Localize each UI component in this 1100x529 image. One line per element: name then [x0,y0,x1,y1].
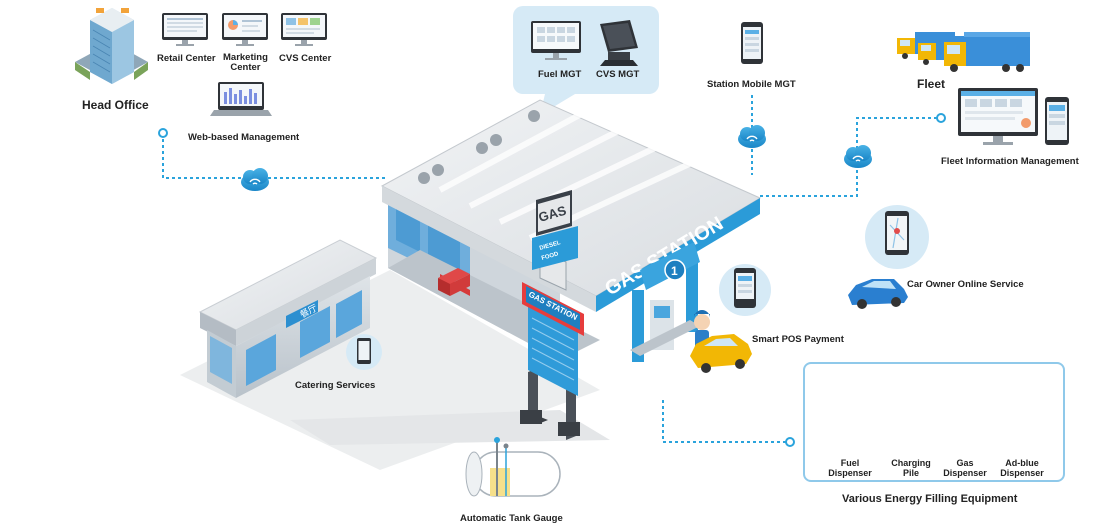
pole-sign-diesel-text: DIESEL [539,240,562,252]
blue-car [848,279,908,309]
red-cooler-box [438,268,470,296]
retail-center-monitor-icon [162,13,208,46]
smart-pos-label: Smart POS Payment [752,334,844,345]
fleet-trucks [897,32,1030,72]
car-owner-label: Car Owner Online Service [907,279,1024,290]
fuel-mgt-monitor-icon [531,21,581,60]
energy-equipment-panel [803,362,1065,482]
fleet-info-label: Fleet Information Management [941,156,1079,167]
catering-building [198,239,378,398]
yellow-car [690,334,752,373]
pump-number: 1 [671,264,678,278]
node-dot [785,437,795,447]
fleet-title: Fleet [917,77,946,91]
fuel-dispenser-label: Fuel Dispenser [828,458,872,478]
catering-label: Catering Services [295,380,376,391]
wifi-cloud-icon [241,168,269,191]
tank-gauge-label: Automatic Tank Gauge [460,513,563,524]
smart-pos-bubble [719,264,771,316]
fuel-pump-island [630,242,700,362]
head-office-building [75,8,148,84]
web-management-monitor-icon [210,82,272,116]
marketing-center-monitor-icon [222,13,268,46]
marketing-center-label: Marketing Center [223,52,268,73]
station-mobile-label: Station Mobile MGT [707,79,796,90]
node-dot [158,128,168,138]
gas-dispenser-label: Gas Dispenser [943,458,987,478]
fleet-info-monitor-icon [958,88,1038,145]
car-owner-phone-bubble [865,205,929,269]
catering-phone-bubble [346,334,382,370]
cvs-center-monitor-icon [281,13,327,46]
pole-sign-food-text: FOOD [541,251,560,262]
wifi-cloud-icon [844,145,872,168]
wifi-cloud-icon [738,125,766,148]
retail-center-label: Retail Center [157,53,216,64]
network-lines [162,95,941,460]
fuel-mgt-label: Fuel MGT [538,69,582,80]
ad-blue-dispenser-label: Ad-blue Dispenser [1000,458,1044,478]
node-dot [936,113,946,123]
energy-equipment-title: Various Energy Filling Equipment [842,493,1018,505]
fleet-info-phone-icon [1045,97,1069,145]
underground-tank [465,437,561,497]
cvs-mgt-label: CVS MGT [596,69,640,80]
cvs-center-label: CVS Center [279,53,332,64]
web-management-label: Web-based Management [188,132,300,143]
pole-sign [520,190,584,440]
station-mobile-phone-icon [741,22,763,64]
cvs-mgt-pos-terminal-icon [600,20,638,66]
charging-pile-label: Charging Pile [891,458,931,478]
head-office-title: Head Office [82,98,149,112]
